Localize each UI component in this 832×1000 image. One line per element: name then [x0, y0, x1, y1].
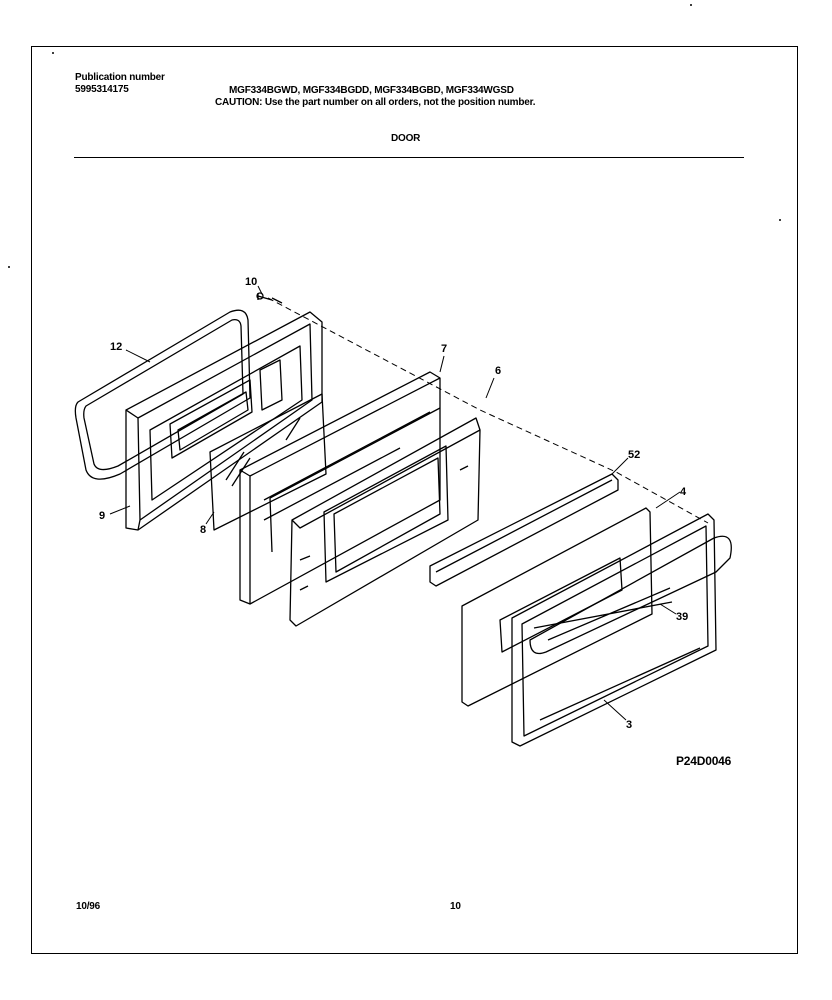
part-6-inner-frame [269, 407, 481, 627]
leader-lines [109, 285, 681, 721]
assembly-dashed-line [267, 297, 709, 524]
callout-52: 52 [628, 449, 640, 461]
part-52-vent-channel [429, 473, 619, 587]
part-10-screw [256, 292, 283, 304]
scan-speck [690, 4, 692, 6]
callout-12: 12 [110, 341, 122, 353]
callout-39: 39 [676, 611, 688, 623]
callout-6: 6 [495, 365, 501, 377]
part-8-glass [209, 393, 327, 531]
publication-label: Publication number [75, 72, 165, 83]
part-12-gasket [74, 309, 251, 480]
part-9-inner-liner [125, 311, 323, 531]
section-title: DOOR [391, 133, 421, 144]
scan-speck [779, 219, 781, 221]
page-number: 10 [450, 901, 461, 912]
scan-speck [52, 52, 54, 54]
part-3-outer-frame [511, 513, 717, 747]
part-4-outer-glass [461, 507, 653, 707]
page-frame [31, 46, 798, 954]
callout-10: 10 [245, 276, 257, 288]
publication-number: 5995314175 [75, 84, 129, 95]
model-numbers: MGF334BGWD, MGF334BGDD, MGF334BGBD, MGF3… [229, 85, 514, 96]
callout-7: 7 [441, 343, 447, 355]
callout-9: 9 [99, 510, 105, 522]
caution-note: CAUTION: Use the part number on all orde… [215, 97, 536, 108]
header-rule [74, 157, 744, 158]
scan-speck [8, 266, 10, 268]
callout-8: 8 [200, 524, 206, 536]
callout-4: 4 [680, 486, 687, 498]
part-39-handle [529, 535, 732, 655]
figure-code: P24D0046 [676, 754, 732, 768]
callout-3: 3 [626, 719, 632, 731]
footer-date: 10/96 [76, 901, 101, 912]
